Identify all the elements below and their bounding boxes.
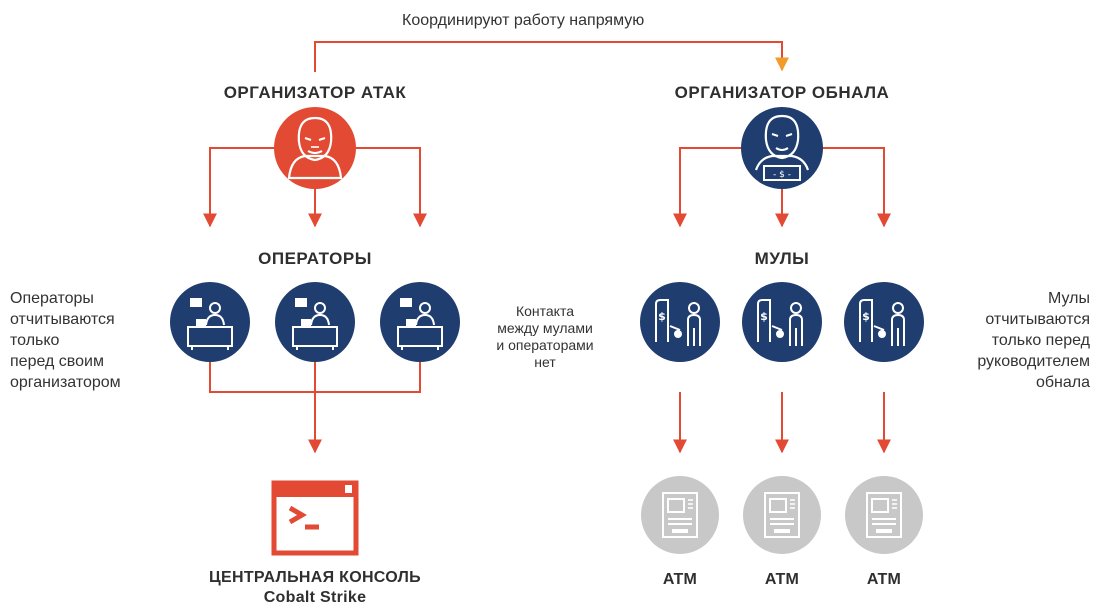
attack-organizer-branches <box>203 147 427 228</box>
no-contact-note: Контакта между мулами и операторами нет <box>496 303 594 370</box>
console-title: ЦЕНТРАЛЬНАЯ КОНСОЛЬ <box>209 569 421 586</box>
atm-machine-icon <box>641 476 719 554</box>
coordination-connector <box>314 41 789 72</box>
atm-withdraw-icon: $ <box>742 282 822 362</box>
hacker-money-icon: - $ - <box>741 107 823 189</box>
atm-machine-icon <box>845 476 923 554</box>
mules-to-atm-arrows <box>673 392 891 454</box>
svg-text:- $ -: - $ - <box>773 170 791 180</box>
atm-machine-icon <box>743 476 821 554</box>
operator-desk-icon <box>275 282 355 362</box>
operators-title: ОПЕРАТОРЫ <box>258 249 372 268</box>
operator-desk-icon <box>170 282 250 362</box>
svg-text:$: $ <box>862 310 870 323</box>
atm-label: ATM <box>866 571 902 588</box>
attack-organizer-title: ОРГАНИЗАТОР АТАК <box>223 83 407 102</box>
terminal-console-icon <box>271 480 359 556</box>
cashout-organizer-title: ОРГАНИЗАТОР ОБНАЛА <box>674 83 890 102</box>
atm-label: ATM <box>662 571 698 588</box>
operators-to-console-connector <box>209 362 421 454</box>
hacker-mask-icon <box>274 107 356 189</box>
operator-desk-icon <box>380 282 460 362</box>
console-subtitle: Cobalt Strike <box>263 589 367 606</box>
atm-withdraw-icon: $ <box>640 282 720 362</box>
mules-title: МУЛЫ <box>754 249 810 268</box>
coordination-note: Координируют работу напрямую <box>402 12 645 29</box>
atm-label: ATM <box>764 571 800 588</box>
operators-note: Операторы отчитываются только перед свои… <box>10 290 121 391</box>
mules-note: Мулы отчитываются только перед руководит… <box>977 290 1090 391</box>
svg-text:$: $ <box>760 310 768 323</box>
atm-withdraw-icon: $ <box>844 282 924 362</box>
svg-text:$: $ <box>658 310 666 323</box>
cashout-organizer-branches <box>673 147 891 228</box>
